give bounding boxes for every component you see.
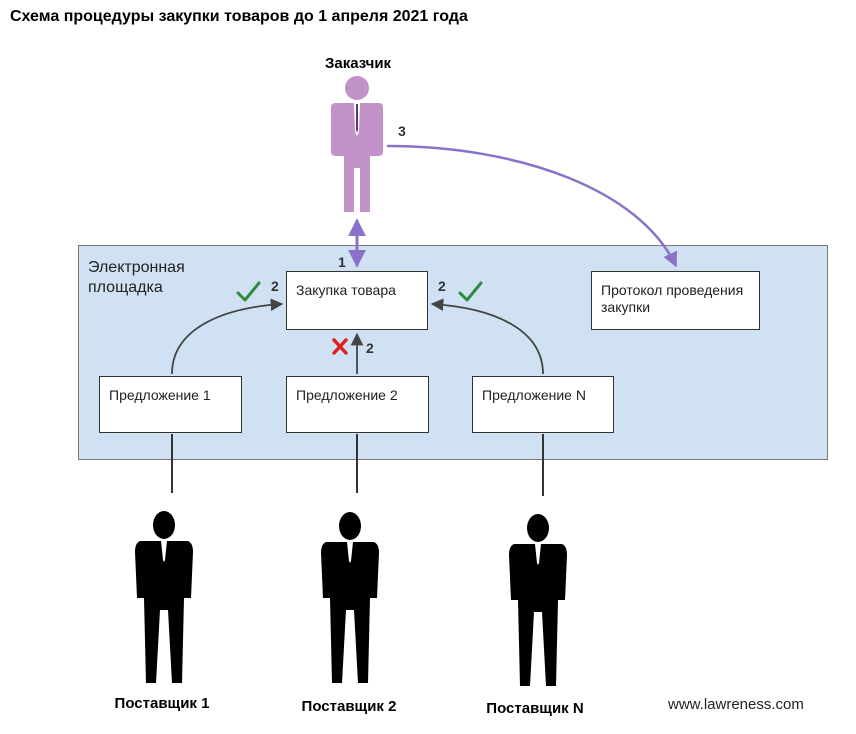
supplier-2-label: Поставщик 2 bbox=[301, 698, 397, 715]
step-2-label-offer-1: 2 bbox=[271, 278, 279, 294]
customer-label: Заказчик bbox=[324, 55, 392, 72]
supplier-n-icon bbox=[509, 514, 567, 686]
step-2-label-offer-2: 2 bbox=[366, 340, 374, 356]
watermark: www.lawreness.com bbox=[668, 696, 804, 713]
offer-1-box: Предложение 1 bbox=[99, 376, 242, 433]
supplier-2-icon bbox=[321, 512, 379, 683]
step-2-label-offer-n: 2 bbox=[438, 278, 446, 294]
purchase-box: Закупка товара bbox=[286, 271, 428, 330]
offer-2-box: Предложение 2 bbox=[286, 376, 429, 433]
arrow-offer-1 bbox=[171, 298, 284, 375]
protocol-box: Протокол проведения закупки bbox=[591, 271, 760, 330]
supplier-n-label: Поставщик N bbox=[486, 700, 584, 717]
cross-icon bbox=[332, 338, 348, 355]
offer-n-box: Предложение N bbox=[472, 376, 614, 433]
arrow-offer-n bbox=[430, 298, 544, 375]
check-icon bbox=[236, 281, 261, 302]
supplier-1-label: Поставщик 1 bbox=[114, 695, 210, 712]
step-3-label: 3 bbox=[398, 123, 406, 139]
check-icon bbox=[458, 281, 483, 302]
arrow-step-3 bbox=[386, 144, 678, 268]
platform-label: Электронная площадка bbox=[88, 259, 185, 296]
supplier-1-icon bbox=[135, 511, 193, 683]
customer-icon bbox=[331, 76, 383, 212]
diagram-title: Схема процедуры закупки товаров до 1 апр… bbox=[10, 8, 468, 25]
step-1-label: 1 bbox=[338, 254, 346, 270]
